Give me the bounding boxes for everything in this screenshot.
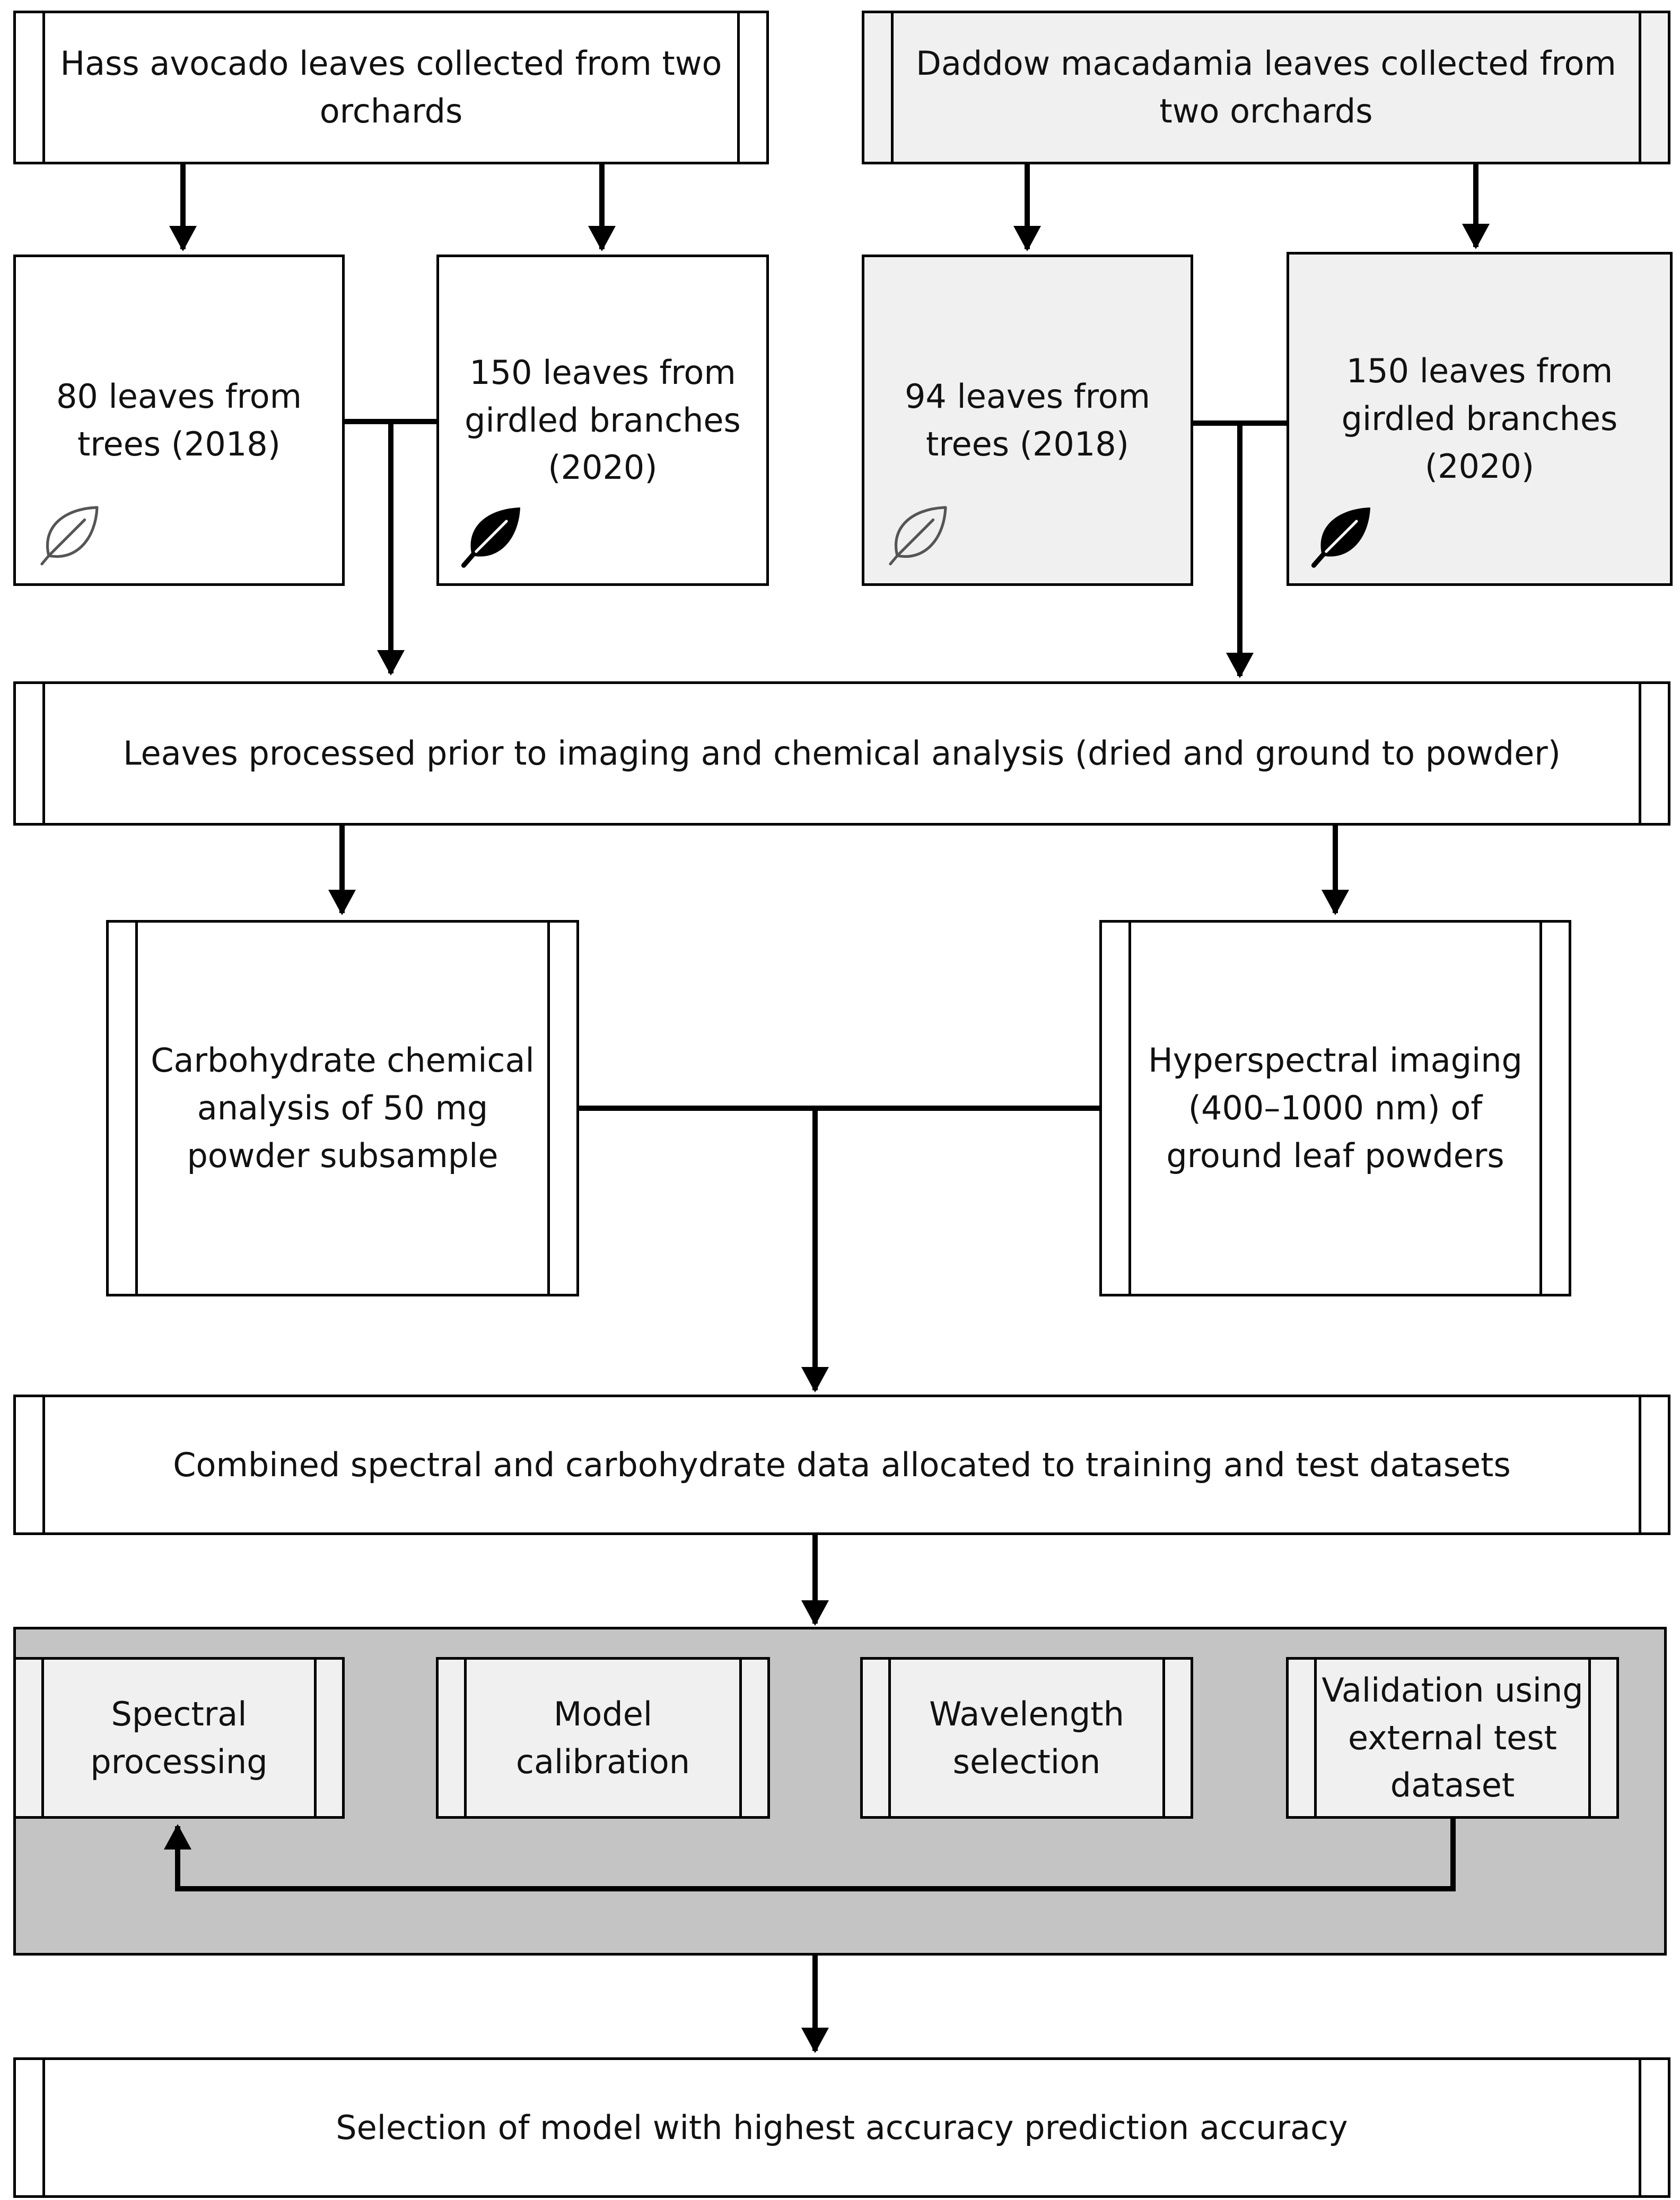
- leaf-outline-icon: [35, 501, 104, 569]
- validation-label: Validation using external test dataset: [1322, 1670, 1583, 1805]
- processing-box: Leaves processed prior to imaging and ch…: [13, 681, 1670, 826]
- processing-label: Leaves processed prior to imaging and ch…: [123, 734, 1561, 773]
- macadamia-girdled-label: 150 leaves from girdled branches (2020): [1341, 352, 1618, 486]
- model-selection-box: Selection of model with highest accuracy…: [13, 2057, 1670, 2198]
- leaf-filled-icon: [458, 501, 527, 569]
- combined-data-label: Combined spectral and carbohydrate data …: [173, 1445, 1511, 1484]
- wavelength-selection-box: Wavelength selection: [860, 1657, 1193, 1819]
- avocado-girdled-box: 150 leaves from girdled branches (2020): [436, 255, 769, 586]
- model-calibration-label: Model calibration: [515, 1694, 690, 1781]
- leaf-outline-icon: [883, 501, 952, 569]
- wavelength-selection-label: Wavelength selection: [929, 1694, 1124, 1781]
- avocado-source-label: Hass avocado leaves collected from two o…: [60, 44, 722, 130]
- avocado-girdled-label: 150 leaves from girdled branches (2020): [465, 353, 741, 487]
- hyperspectral-box: Hyperspectral imaging (400–1000 nm) of g…: [1099, 920, 1571, 1296]
- macadamia-source-box: Daddow macadamia leaves collected from t…: [862, 11, 1670, 164]
- chemical-analysis-label: Carbohydrate chemical analysis of 50 mg …: [151, 1041, 535, 1175]
- macadamia-source-label: Daddow macadamia leaves collected from t…: [916, 44, 1616, 130]
- leaf-filled-icon: [1308, 501, 1377, 569]
- arrow-validation-to-spectral: [164, 1819, 1456, 1891]
- chemical-analysis-box: Carbohydrate chemical analysis of 50 mg …: [106, 920, 579, 1296]
- avocado-trees-box: 80 leaves from trees (2018): [13, 255, 345, 586]
- macadamia-trees-label: 94 leaves from trees (2018): [904, 376, 1151, 463]
- combined-data-box: Combined spectral and carbohydrate data …: [13, 1395, 1670, 1535]
- model-calibration-box: Model calibration: [436, 1657, 770, 1819]
- model-selection-label: Selection of model with highest accuracy…: [336, 2108, 1348, 2147]
- spectral-processing-box: Spectral processing: [13, 1657, 345, 1819]
- hyperspectral-label: Hyperspectral imaging (400–1000 nm) of g…: [1148, 1041, 1522, 1175]
- avocado-source-box: Hass avocado leaves collected from two o…: [13, 11, 769, 164]
- spectral-processing-label: Spectral processing: [90, 1694, 268, 1781]
- macadamia-girdled-box: 150 leaves from girdled branches (2020): [1287, 252, 1673, 586]
- macadamia-trees-box: 94 leaves from trees (2018): [862, 255, 1193, 586]
- avocado-trees-label: 80 leaves from trees (2018): [56, 376, 302, 463]
- validation-box: Validation using external test dataset: [1286, 1657, 1619, 1819]
